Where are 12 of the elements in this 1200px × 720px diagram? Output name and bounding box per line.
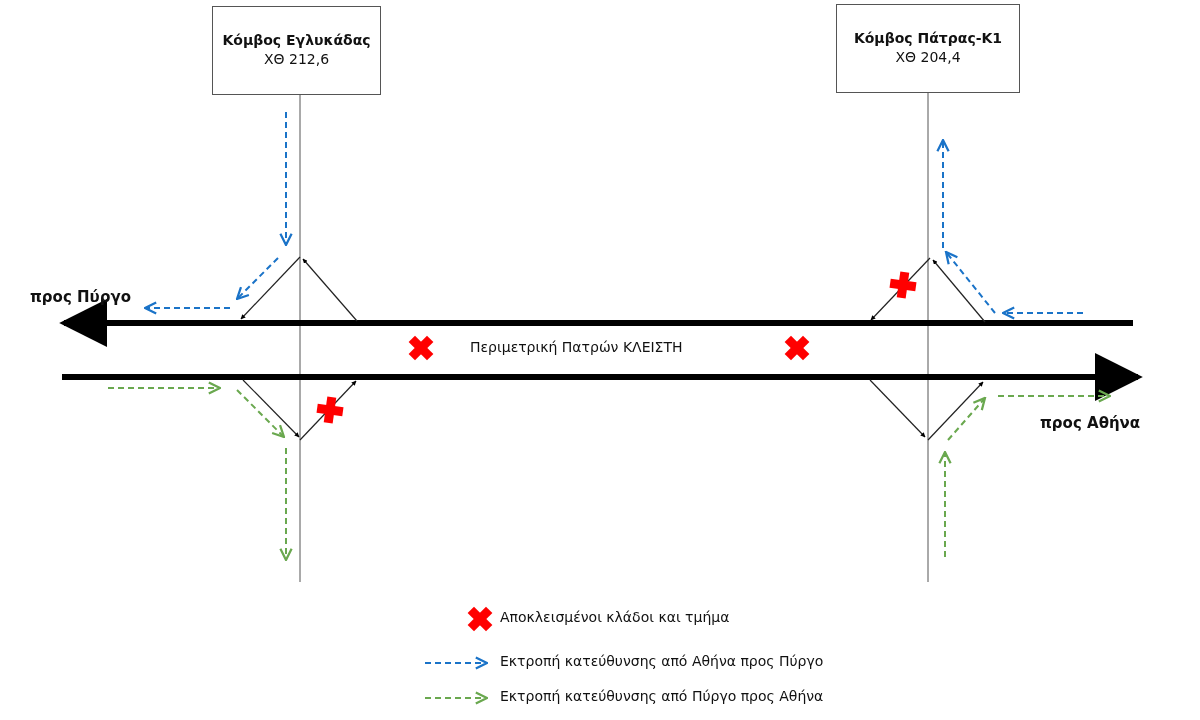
legend-text: Εκτροπή κατεύθυνσης από Αθήνα προς Πύργο (500, 653, 824, 669)
chainage-text: ΧΘ 212,6 (263, 50, 330, 70)
chainage-text: ΧΘ 204,4 (895, 48, 961, 68)
direction-label: προς Πύργο (30, 288, 131, 306)
junction-box (212, 6, 381, 95)
junction-name: Κόμβος Πάτρας-Κ1 (853, 29, 1003, 49)
junction-box (836, 4, 1020, 93)
road-label: Περιμετρική Πατρών ΚΛΕΙΣΤΗ (470, 339, 683, 355)
junction-name: Κόμβος Εγλυκάδας (222, 31, 371, 51)
legend-text: Εκτροπή κατεύθυνσης από Πύργο προς Αθήνα (500, 688, 824, 704)
direction-label: προς Αθήνα (1040, 414, 1141, 432)
legend-text: Αποκλεισμένοι κλάδοι και τμήμα (500, 609, 730, 625)
